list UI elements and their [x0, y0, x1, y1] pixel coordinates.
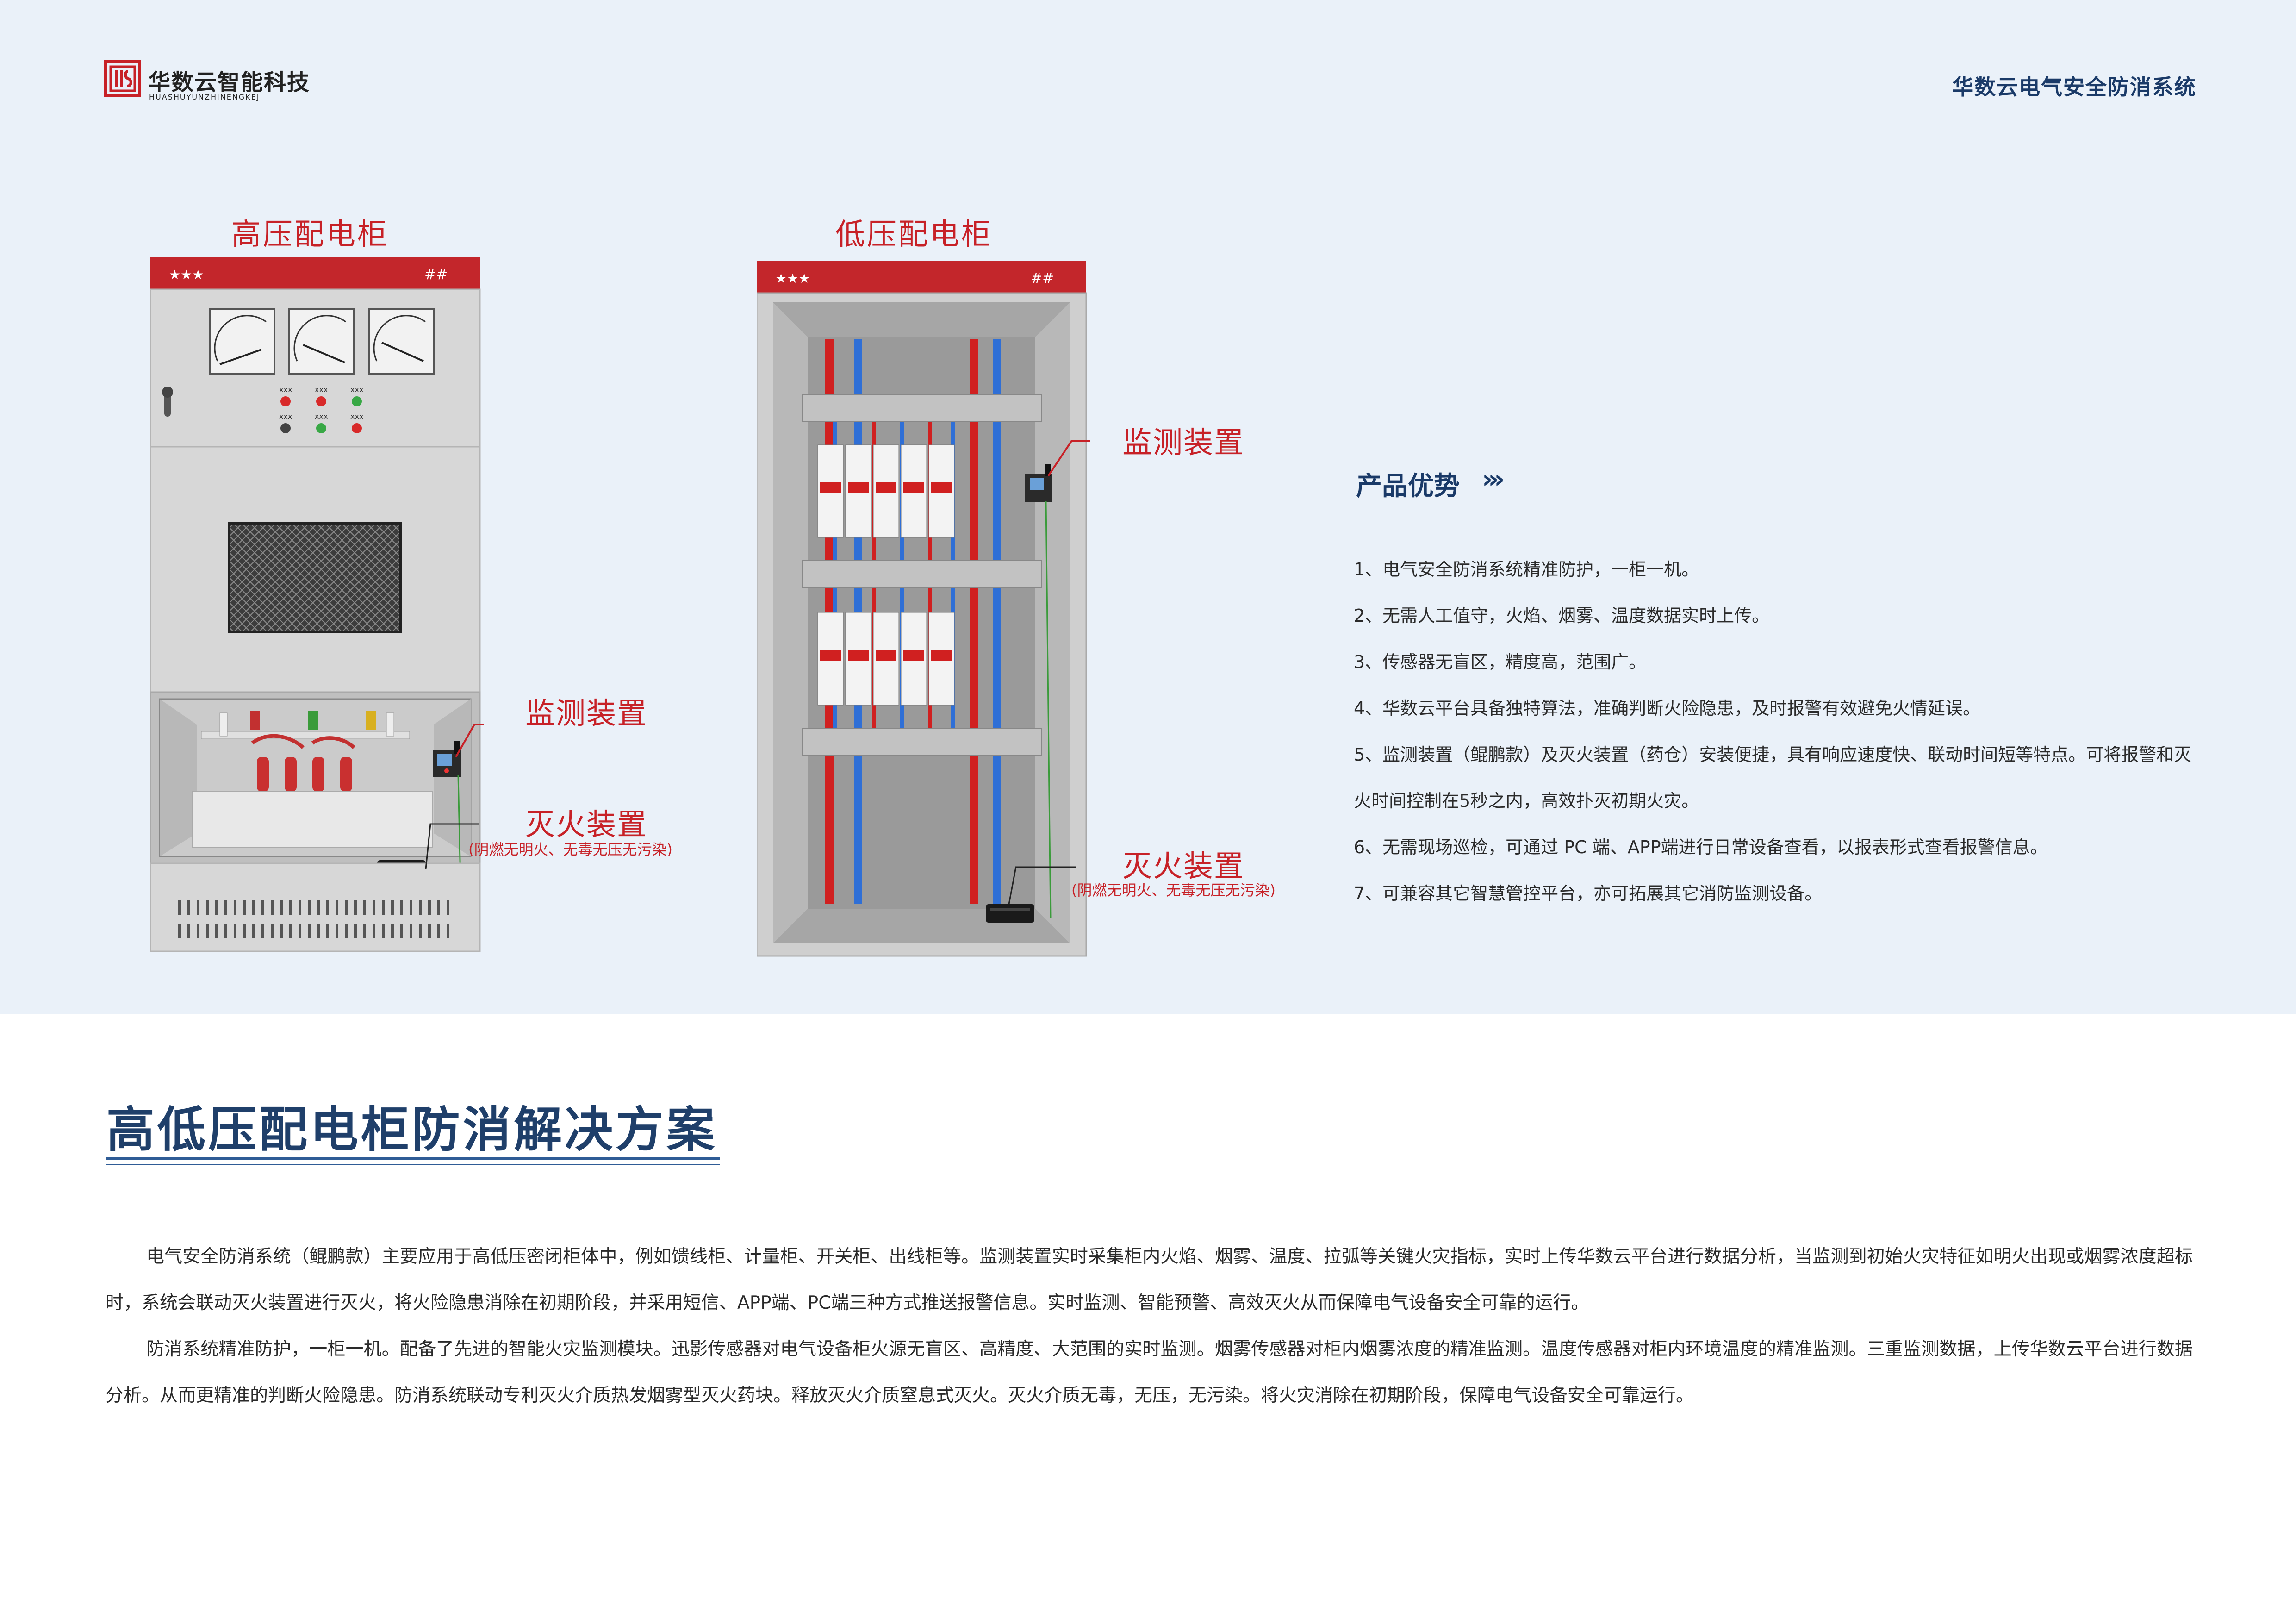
brand-name-cn: 华数云智能科技 — [148, 69, 311, 95]
lv-header-hash: ## — [1031, 270, 1054, 287]
brand-name-en: HUASHUYUNZHINENGKEJI — [149, 93, 263, 101]
lv-header-stars: ★★★ — [775, 271, 810, 286]
circuit-breaker-icon — [817, 612, 955, 706]
hv-header-stars: ★★★ — [169, 267, 204, 282]
advantage-item: 7、可兼容其它智慧管控平台，亦可拓展其它消防监测设备。 — [1354, 883, 1823, 904]
meter-icon — [288, 308, 355, 375]
low-voltage-cabinet-title: 低压配电柜 — [835, 218, 993, 252]
high-voltage-cabinet-title: 高压配电柜 — [231, 218, 389, 252]
monitor-device-icon — [1025, 464, 1052, 502]
advantage-item: 6、无需现场巡检，可通过 PC 端、APP端进行日常设备查看，以报表形式查看报警… — [1354, 837, 2048, 857]
svg-text:xxx: xxx — [350, 412, 363, 421]
solution-paragraph-2: 防消系统精准防护，一柜一机。配备了先进的智能火灾监测模块。迅影传感器对电气设备柜… — [106, 1339, 2193, 1406]
lv-monitor-callout: 监测装置 — [1122, 426, 1244, 460]
advantage-item: 5、监测装置（鲲鹏款）及灭火装置（药仓）安装便捷，具有响应速度快、联动时间短等特… — [1354, 744, 2192, 811]
system-name: 华数云电气安全防消系统 — [1952, 75, 2196, 100]
advantage-item: 1、电气安全防消系统精准防护，一柜一机。 — [1354, 559, 1699, 580]
meter-icon — [368, 308, 435, 375]
advantages-title: 产品优势 — [1356, 471, 1460, 501]
hv-extinguisher-note: (阴燃无明火、无毒无压无污染) — [468, 841, 672, 858]
lv-extinguisher-note: (阴燃无明火、无毒无压无污染) — [1071, 881, 1276, 899]
hv-monitor-callout: 监测装置 — [525, 697, 647, 731]
advantage-item: 3、传感器无盲区，精度高，范围广。 — [1354, 652, 1647, 672]
lv-extinguisher-callout: 灭火装置 — [1122, 849, 1244, 884]
advantage-item: 2、无需人工值守，火焰、烟雾、温度数据实时上传。 — [1354, 606, 1770, 626]
svg-text:xxx: xxx — [279, 385, 292, 394]
circuit-breaker-icon — [817, 444, 955, 538]
extinguisher-device-icon — [986, 904, 1034, 923]
advantage-item: 4、华数云平台具备独特算法，准确判断火险隐患，及时报警有效避免火情延误。 — [1354, 698, 1981, 718]
company-logo-icon — [104, 60, 141, 97]
hv-header-hash: ## — [424, 267, 448, 283]
solution-paragraph-1: 电气安全防消系统（鲲鹏款）主要应用于高低压密闭柜体中，例如馈线柜、计量柜、开关柜… — [106, 1246, 2193, 1313]
title-underline-thin — [106, 1164, 720, 1165]
svg-text:xxx: xxx — [279, 412, 292, 421]
svg-text:xxx: xxx — [315, 412, 328, 421]
low-voltage-cabinet: ★★★ ## — [757, 261, 1090, 957]
svg-text:xxx: xxx — [350, 385, 363, 394]
svg-text:xxx: xxx — [315, 385, 328, 394]
meter-icon — [209, 308, 275, 375]
hv-extinguisher-callout: 灭火装置 — [525, 808, 647, 842]
advantages-list: 1、电气安全防消系统精准防护，一柜一机。 2、无需人工值守，火焰、烟雾、温度数据… — [1354, 546, 2196, 917]
solution-title: 高低压配电柜防消解决方案 — [106, 1101, 718, 1158]
title-underline — [106, 1157, 720, 1160]
chevrons-right-icon: ››› — [1482, 464, 1505, 494]
indicator-lamp-icon: xxx xxx xxx xxx xxx xxx — [279, 385, 363, 433]
high-voltage-cabinet: ★★★ ## xxx xxx xxx xxx xxx xxx — [150, 257, 484, 952]
